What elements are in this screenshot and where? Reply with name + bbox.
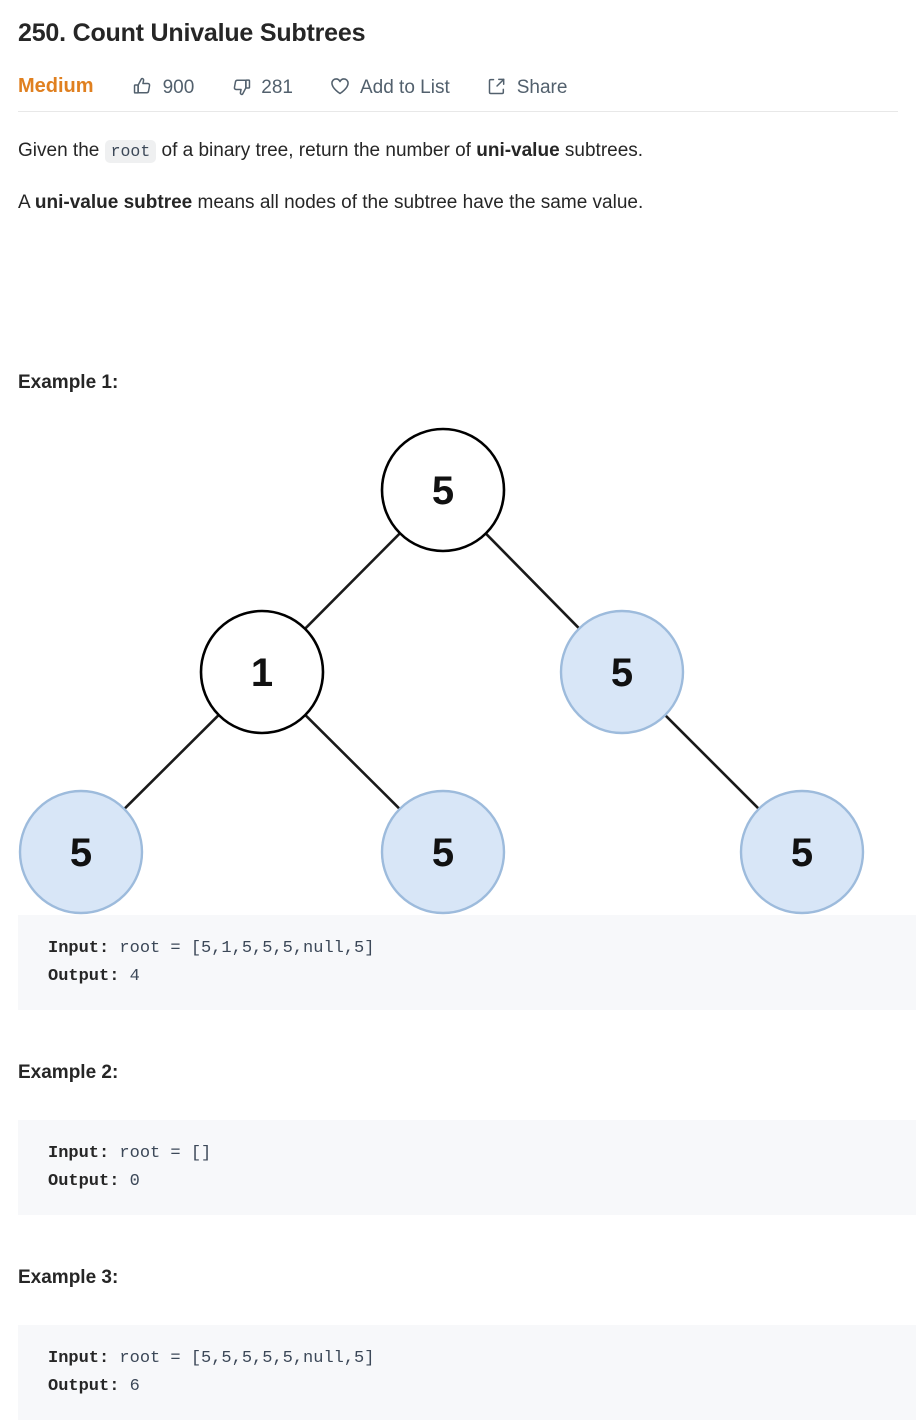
tree-node-circle [18, 789, 144, 915]
thumbs-down-icon [230, 75, 252, 97]
tree-node-circle [559, 609, 685, 735]
thumbs-up-icon [132, 75, 154, 97]
tree-node: 1 [199, 609, 325, 735]
tree-edge [302, 712, 403, 812]
tree-node: 5 [559, 609, 685, 735]
tree-node-value: 5 [432, 831, 454, 875]
example-2-code-block: Input: root = [] Output: 0 [18, 1120, 916, 1216]
example-2-heading: Example 2: [18, 1062, 119, 1083]
tree-node-value: 5 [791, 831, 813, 875]
desc-strong-univalue: uni-value [476, 140, 560, 162]
tree-edge [302, 530, 403, 632]
desc-text-2b: means all nodes of the subtree have the … [192, 191, 644, 213]
example-3-output-value: 6 [119, 1376, 140, 1396]
description-paragraph-1: Given the root of a binary tree, return … [18, 136, 898, 165]
difficulty-badge: Medium [18, 74, 94, 97]
example-3-input-label: Input: [48, 1349, 110, 1368]
example-3-code-block: Input: root = [5,5,5,5,5,null,5] Output:… [18, 1325, 916, 1421]
tree-edge [121, 712, 222, 812]
share-button[interactable]: Share [486, 75, 568, 98]
problem-description: Given the root of a binary tree, return … [18, 136, 898, 217]
example-1-output-label: Output: [48, 966, 120, 986]
desc-text-1c: subtrees. [559, 140, 644, 162]
binary-tree-diagram: 5 1 5 5 5 5 [0, 410, 916, 915]
example-2-output-label: Output: [48, 1171, 120, 1191]
example-2-input-value: root = [] [109, 1144, 212, 1163]
tree-node-circle [739, 789, 865, 915]
page-title: 250. Count Univalue Subtrees [18, 19, 366, 47]
example-3-input-value: root = [5,5,5,5,5,null,5] [109, 1349, 375, 1368]
example-3-heading: Example 3: [18, 1267, 119, 1288]
tree-svg: 5 1 5 5 5 5 [18, 427, 865, 915]
tree-node: 5 [380, 789, 506, 915]
desc-text-1a: Given the [18, 140, 105, 162]
example-1-heading: Example 1: [18, 372, 119, 393]
tree-node-value: 5 [70, 831, 92, 875]
tree-node: 5 [380, 427, 506, 553]
example-2-input-label: Input: [48, 1144, 110, 1163]
tree-node-value: 5 [611, 651, 633, 695]
problem-toolbar: Medium 900 281 [18, 61, 898, 111]
tree-node-circle [380, 789, 506, 915]
description-paragraph-2: A uni-value subtree means all nodes of t… [18, 188, 898, 217]
tree-node-value: 1 [251, 651, 273, 695]
example-1-input-value: root = [5,1,5,5,5,null,5] [109, 939, 375, 958]
desc-text-1b: of a binary tree, return the number of [156, 140, 477, 162]
example-1-code-block: Input: root = [5,1,5,5,5,null,5] Output:… [18, 915, 916, 1011]
desc-strong-univalue-subtree: uni-value subtree [34, 191, 193, 213]
desc-text-2a: A [18, 191, 35, 213]
add-to-list-button[interactable]: Add to List [329, 75, 450, 97]
tree-node: 5 [18, 789, 144, 915]
tree-node-circle [199, 609, 325, 735]
example-3-output-label: Output: [48, 1376, 120, 1396]
add-to-list-label: Add to List [359, 76, 450, 98]
share-icon [486, 75, 508, 97]
tree-node-circle [380, 427, 506, 553]
example-1-input-label: Input: [48, 939, 110, 958]
example-2-output-value: 0 [119, 1171, 140, 1191]
tree-node: 5 [739, 789, 865, 915]
dislike-button[interactable]: 281 [230, 75, 293, 97]
tree-node-value: 5 [432, 469, 454, 513]
dislike-count: 281 [261, 76, 293, 98]
like-button[interactable]: 900 [132, 75, 195, 98]
heart-icon [329, 75, 351, 97]
tree-edge [483, 531, 582, 631]
toolbar-divider [18, 111, 898, 113]
like-count: 900 [162, 76, 195, 98]
tree-edge [662, 712, 762, 812]
inline-code-root: root [104, 140, 157, 164]
share-label: Share [516, 76, 568, 98]
example-1-output-value: 4 [119, 966, 140, 986]
